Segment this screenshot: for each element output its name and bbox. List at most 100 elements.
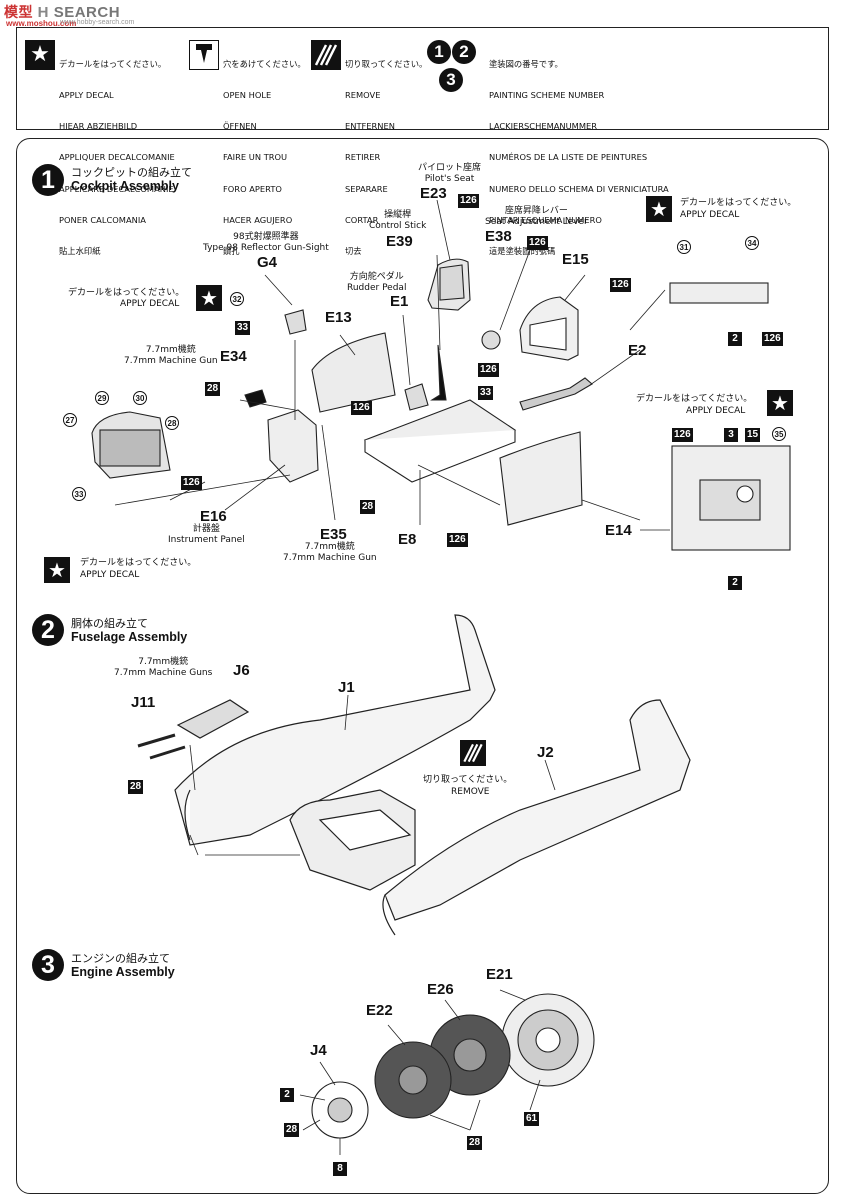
callout-2: 2 xyxy=(728,576,742,590)
mg-e35-caption: 7.7mm機銃 7.7mm Machine Gun xyxy=(283,542,377,563)
callout-126: 126 xyxy=(610,278,631,292)
apply-decal-icon: ★ xyxy=(44,557,70,583)
legend-remove: 切り取ってください。 REMOVE ENTFERNEN RETIRER SEPA… xyxy=(345,58,428,257)
step-3-title: Engine Assembly xyxy=(71,965,175,979)
instruction-panel xyxy=(16,138,829,1194)
open-hole-icon xyxy=(189,40,219,70)
part-e34: E34 xyxy=(220,348,247,365)
callout-28-circle: 28 xyxy=(165,416,179,430)
callout-34: 34 xyxy=(745,236,759,250)
scheme-number-1-icon: 1 xyxy=(427,40,451,64)
part-e39: E39 xyxy=(386,233,413,250)
part-j1: J1 xyxy=(338,679,355,696)
part-e26: E26 xyxy=(427,981,454,998)
apply-decal-icon: ★ xyxy=(646,196,672,222)
watermark-prefix: H xyxy=(37,4,50,21)
callout-28: 28 xyxy=(128,780,144,794)
part-j4: J4 xyxy=(310,1042,327,1059)
callout-126: 126 xyxy=(447,533,468,547)
apply-decal-caption-jp: デカールをはってください。 xyxy=(68,288,185,298)
apply-decal-icon: ★ xyxy=(25,40,55,70)
callout-2: 2 xyxy=(728,332,742,346)
callout-15: 15 xyxy=(745,428,761,442)
watermark-site-cn: 模型 xyxy=(4,4,33,20)
part-e8: E8 xyxy=(398,531,417,548)
scheme-number-2-icon: 2 xyxy=(452,40,476,64)
remove-icon xyxy=(460,740,486,766)
callout-126: 126 xyxy=(762,332,783,346)
apply-decal-caption-jp: デカールをはってください。 xyxy=(680,198,797,208)
callout-2: 2 xyxy=(280,1088,294,1102)
apply-decal-caption-jp: デカールをはってください。 xyxy=(80,558,197,568)
callout-32: 32 xyxy=(230,292,244,306)
apply-decal-caption-en: APPLY DECAL xyxy=(80,570,140,580)
apply-decal-caption-en: APPLY DECAL xyxy=(686,406,746,416)
apply-decal-icon: ★ xyxy=(196,285,222,311)
symbol-legend: ★ デカールをはってください。 APPLY DECAL HIEAR ABZIEH… xyxy=(16,27,829,256)
step-1-jp-title: コックピットの組み立て xyxy=(71,166,192,179)
step-3-number: 3 xyxy=(32,949,64,981)
step-3-jp-title: エンジンの組み立て xyxy=(71,952,170,965)
mg-e34-caption: 7.7mm機銃 7.7mm Machine Gun xyxy=(124,345,218,366)
callout-126: 126 xyxy=(478,363,499,377)
apply-decal-caption-en: APPLY DECAL xyxy=(680,210,740,220)
part-e23: E23 xyxy=(420,185,447,202)
callout-61: 61 xyxy=(524,1112,540,1126)
callout-28: 28 xyxy=(205,382,221,396)
callout-126: 126 xyxy=(527,236,548,250)
part-j11: J11 xyxy=(131,694,156,711)
legend-painting-scheme: 塗装図の番号です。 PAINTING SCHEME NUMBER LACKIER… xyxy=(489,58,669,257)
step-2-title: Fuselage Assembly xyxy=(71,630,188,644)
part-e13: E13 xyxy=(325,309,352,326)
seat-lever-caption: 座席昇降レバー Seat Adjustment Lever xyxy=(485,206,588,227)
callout-126: 126 xyxy=(458,194,479,208)
callout-126: 126 xyxy=(672,428,693,442)
part-e2: E2 xyxy=(628,342,647,359)
part-j2: J2 xyxy=(537,744,554,761)
callout-28: 28 xyxy=(360,500,376,514)
part-e21: E21 xyxy=(486,966,513,983)
part-j6: J6 xyxy=(233,662,250,679)
scheme-number-3-icon: 3 xyxy=(439,68,463,92)
callout-30: 30 xyxy=(133,391,147,405)
part-e15: E15 xyxy=(562,251,589,268)
gun-sight-caption: 98式射爆照準器 Type 98 Reflector Gun-Sight xyxy=(203,232,329,253)
watermark-url: www.moshou.com xyxy=(6,19,77,28)
watermark-logo: 模型 H SEARCH xyxy=(4,2,120,22)
watermark-sub: www.hobby-search.com xyxy=(60,19,135,26)
part-e14: E14 xyxy=(605,522,632,539)
callout-35: 35 xyxy=(772,427,786,441)
callout-126: 126 xyxy=(351,401,372,415)
callout-33: 33 xyxy=(235,321,251,335)
remove-caption-jp: 切り取ってください。 xyxy=(423,775,513,785)
apply-decal-caption-en: APPLY DECAL xyxy=(120,299,180,309)
callout-28: 28 xyxy=(284,1123,300,1137)
part-e22: E22 xyxy=(366,1002,393,1019)
callout-29: 29 xyxy=(95,391,109,405)
part-g4: G4 xyxy=(257,254,278,271)
legend-open-hole: 穴をあけてください。 OPEN HOLE ÖFFNEN FAIRE UN TRO… xyxy=(223,58,306,257)
step-2-number: 2 xyxy=(32,614,64,646)
instrument-panel-caption: 計器盤 Instrument Panel xyxy=(168,524,245,545)
control-stick-caption: 操縦桿 Control Stick xyxy=(369,210,427,231)
callout-28: 28 xyxy=(467,1136,483,1150)
legend-apply-decal: デカールをはってください。 APPLY DECAL HIEAR ABZIEHBI… xyxy=(59,58,175,257)
callout-8: 8 xyxy=(333,1162,347,1176)
remove-icon xyxy=(311,40,341,70)
remove-caption-en: REMOVE xyxy=(451,787,490,797)
rudder-pedal-caption: 方向舵ペダル Rudder Pedal xyxy=(347,272,407,293)
part-e38: E38 xyxy=(485,228,512,245)
pilot-seat-caption: パイロット座席 Pilot's Seat xyxy=(418,163,482,184)
step-1-title: Cockpit Assembly xyxy=(71,179,179,193)
step-1-number: 1 xyxy=(32,164,64,196)
part-e1: E1 xyxy=(390,293,409,310)
part-e16: E16 xyxy=(200,508,227,525)
callout-27: 27 xyxy=(63,413,77,427)
callout-126: 126 xyxy=(181,476,202,490)
callout-33: 33 xyxy=(478,386,494,400)
callout-33-circle: 33 xyxy=(72,487,86,501)
mg-j6-caption: 7.7mm機銃 7.7mm Machine Guns xyxy=(114,657,213,678)
apply-decal-caption-jp: デカールをはってください。 xyxy=(636,394,753,404)
callout-3: 3 xyxy=(724,428,738,442)
